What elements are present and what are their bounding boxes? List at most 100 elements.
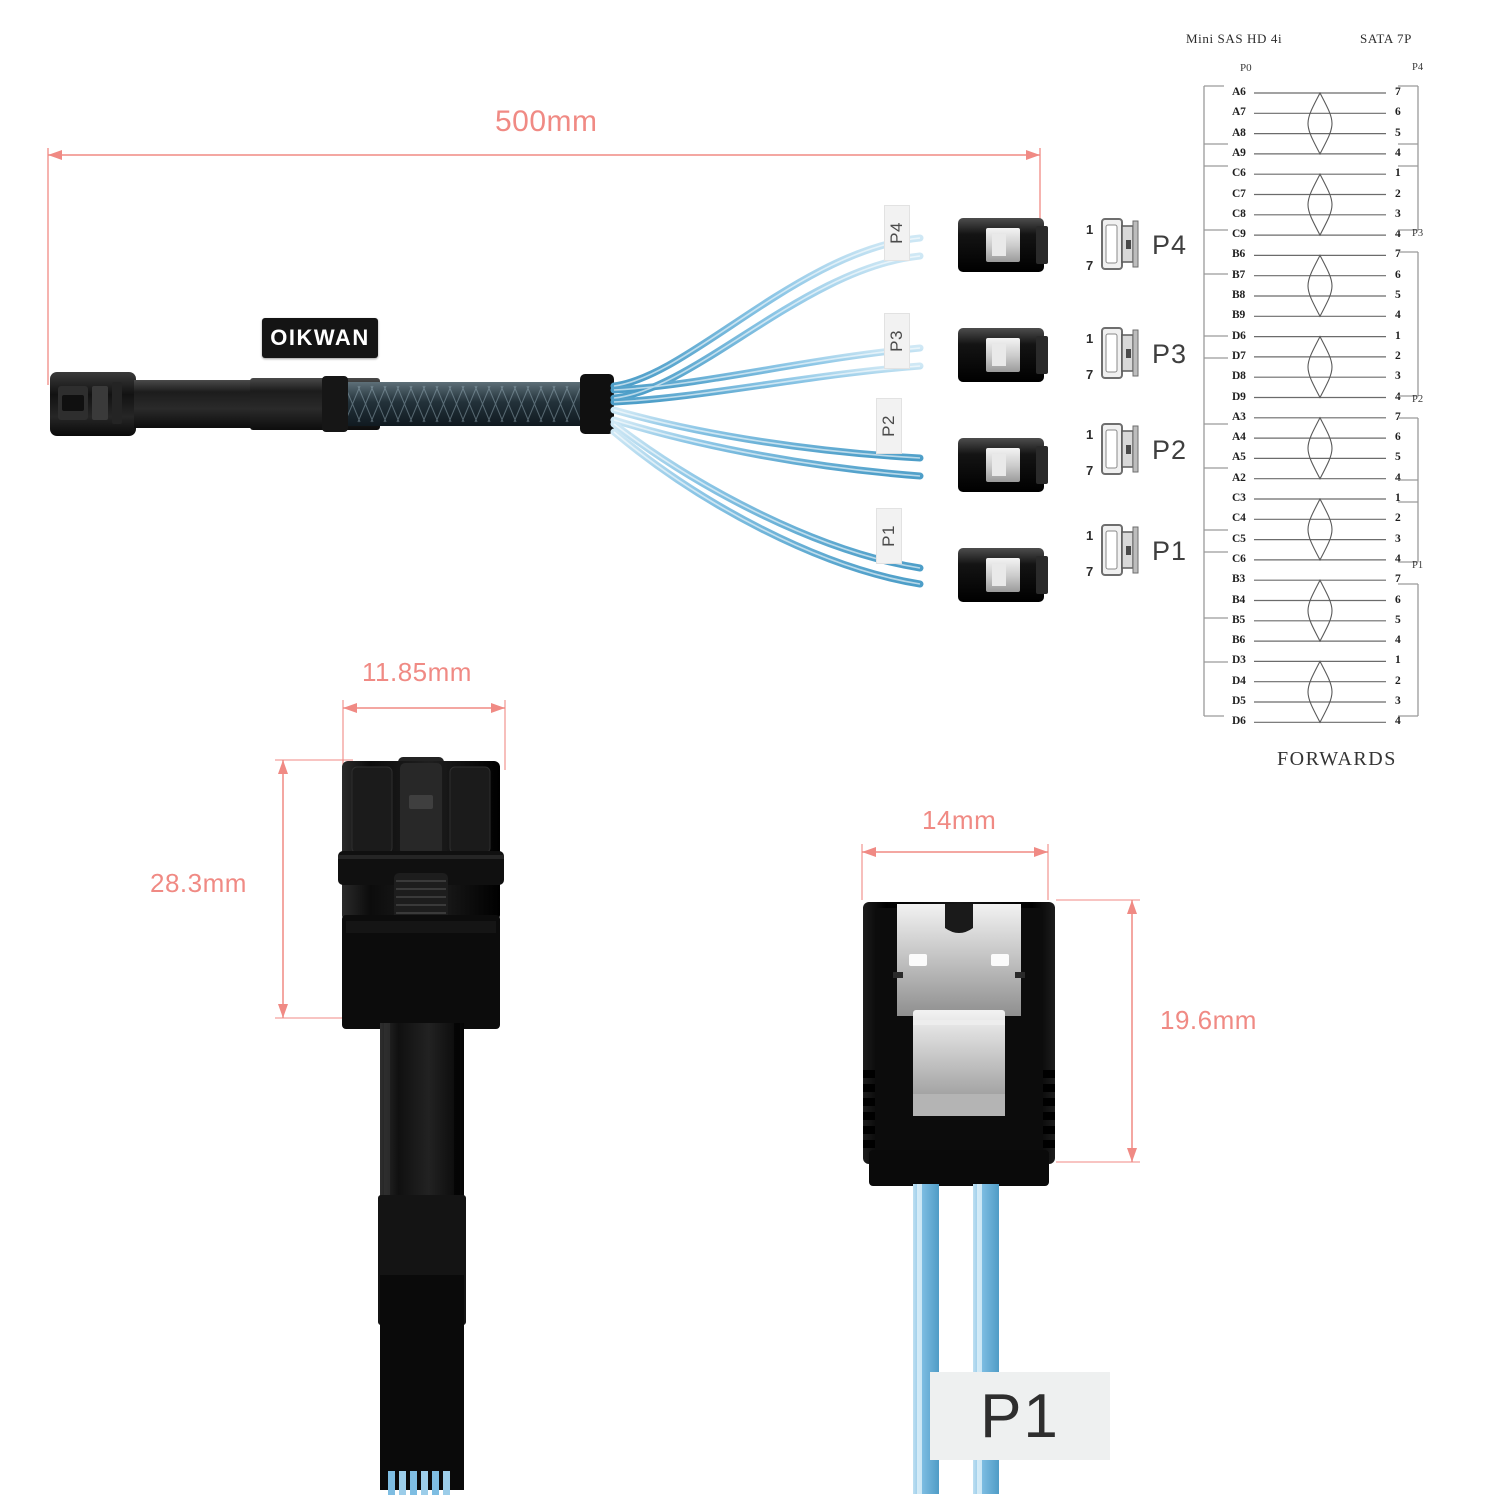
- pinout-right-pin-15: 4: [1395, 390, 1401, 403]
- pinout-right-pin-4: 1: [1395, 167, 1401, 180]
- pinout-left-pin-9: B7: [1232, 268, 1246, 281]
- cable-marker-p1-label: P1: [878, 525, 898, 547]
- pinout-right-pin-2: 5: [1395, 126, 1401, 139]
- pinout-left-pin-6: C8: [1232, 207, 1246, 220]
- pinout-left-pin-0: A6: [1232, 86, 1246, 98]
- pinout-left-pin-20: C3: [1232, 492, 1246, 504]
- pinout-group-label-p3: P3: [1412, 228, 1424, 239]
- pinout-left-pin-18: A5: [1232, 451, 1246, 464]
- pinout-left-pin-8: B6: [1232, 248, 1246, 261]
- pinout-right-pin-16: 7: [1395, 410, 1401, 423]
- cable-marker-p1: P1: [876, 508, 902, 564]
- pinout-left-pin-17: A4: [1232, 431, 1246, 444]
- pinout-left-pin-22: C5: [1232, 532, 1246, 545]
- sata-icon-p1-pin1: 1: [1086, 528, 1094, 543]
- pinout-right-pin-22: 3: [1395, 532, 1401, 545]
- sata-port-label-p2: P2: [1152, 435, 1188, 465]
- pinout-left-pin-15: D9: [1232, 390, 1246, 403]
- pinout-left-pin-4: C6: [1232, 167, 1246, 180]
- pinout-right-pin-1: 6: [1395, 106, 1401, 119]
- pinout-right-pin-21: 2: [1395, 512, 1401, 525]
- pinout-right-pin-10: 5: [1395, 289, 1401, 301]
- pinout-left-pin-30: D5: [1232, 695, 1246, 707]
- cable-marker-p4-label: P4: [886, 222, 906, 244]
- pinout-left-pin-31: D6: [1232, 715, 1246, 728]
- pinout-right-pin-3: 4: [1395, 146, 1401, 159]
- sata-icon-p2-pin7: 7: [1086, 463, 1094, 478]
- overall-length-dimension-line: [47, 148, 1041, 385]
- sata-detail-marker-flag: P1: [930, 1372, 1110, 1460]
- pinout-group-label-p4: P4: [1412, 62, 1424, 73]
- pinout-left-pin-27: B6: [1232, 634, 1246, 647]
- pinout-right-pin-18: 5: [1395, 451, 1401, 464]
- pinout-left-pin-2: A8: [1232, 126, 1246, 139]
- sata-icon-p3-pin7: 7: [1086, 367, 1094, 382]
- pinout-right-pin-23: 4: [1395, 552, 1401, 565]
- sata-connector-p3: [958, 328, 1048, 382]
- sata-detail-dimension-lines: [861, 844, 1140, 1163]
- cable-marker-p2-label: P2: [878, 415, 898, 437]
- pinout-left-pin-3: A9: [1232, 146, 1246, 159]
- pinout-left-column-label: P0: [1240, 62, 1252, 74]
- cable-assembly-illustration: [50, 218, 1048, 602]
- sata-connector-p2: [958, 438, 1048, 492]
- mini-sas-connector-left: [50, 372, 136, 436]
- sata-detail-width-label: 14mm: [922, 805, 997, 835]
- sata-icon-p2-pin1: 1: [1086, 427, 1094, 442]
- pinout-right-pin-27: 4: [1395, 634, 1401, 647]
- pinout-right-pin-19: 4: [1395, 471, 1401, 484]
- pinout-right-pin-20: 1: [1395, 492, 1401, 504]
- brand-logo-text: OIKWAN: [270, 325, 370, 350]
- brand-logo: OIKWAN: [262, 318, 378, 358]
- pinout-right-pin-13: 2: [1395, 349, 1401, 362]
- pinout-left-pin-21: C4: [1232, 512, 1246, 525]
- pinout-right-pin-25: 6: [1395, 593, 1401, 606]
- pinout-right-pin-29: 2: [1395, 674, 1401, 687]
- sata-connector-p4: [958, 218, 1048, 272]
- mini-sas-connector-detail: [338, 757, 504, 1495]
- pinout-left-pin-1: A7: [1232, 106, 1246, 119]
- pinout-right-pin-6: 3: [1395, 207, 1401, 220]
- pinout-left-pin-5: C7: [1232, 187, 1246, 200]
- cable-marker-p4: P4: [884, 205, 910, 261]
- pinout-right-header: SATA 7P: [1360, 31, 1412, 46]
- pinout-left-pin-26: B5: [1232, 613, 1246, 626]
- pinout-right-pin-0: 7: [1395, 86, 1401, 98]
- pinout-footer-label: FORWARDS: [1277, 748, 1397, 770]
- pinout-left-pin-12: D6: [1232, 329, 1246, 342]
- pinout-left-pin-29: D4: [1232, 674, 1246, 687]
- pinout-group-label-p1: P1: [1412, 560, 1424, 571]
- pinout-left-pin-25: B4: [1232, 593, 1246, 606]
- pinout-left-pin-23: C6: [1232, 552, 1246, 565]
- sata-icon-p4-pin1: 1: [1086, 222, 1094, 237]
- pinout-right-pin-30: 3: [1395, 695, 1401, 707]
- cable-marker-p3-label: P3: [886, 330, 906, 352]
- sata-port-label-p3: P3: [1152, 339, 1188, 369]
- pinout-left-pin-19: A2: [1232, 471, 1246, 484]
- cable-marker-p2: P2: [876, 398, 902, 454]
- sata-port-icon-p3: [1101, 327, 1139, 379]
- sata-port-icon-p1: [1101, 524, 1139, 576]
- sata-port-icon-p2: [1101, 423, 1139, 475]
- pinout-group-label-p2: P2: [1412, 394, 1424, 405]
- sata-port-icon-p4: [1101, 218, 1139, 270]
- pinout-left-pin-14: D8: [1232, 370, 1246, 383]
- sata-icon-p3-pin1: 1: [1086, 331, 1094, 346]
- pinout-left-pin-10: B8: [1232, 289, 1246, 301]
- sata-connector-detail: [863, 902, 1055, 1494]
- pinout-right-pin-31: 4: [1395, 715, 1401, 728]
- pinout-left-header: Mini SAS HD 4i: [1186, 31, 1283, 46]
- pinout-right-pin-7: 4: [1395, 228, 1401, 241]
- pinout-right-pin-12: 1: [1395, 329, 1401, 342]
- sata-port-label-p4: P4: [1152, 230, 1188, 260]
- overall-length-label: 500mm: [495, 105, 598, 138]
- pinout-right-pin-24: 7: [1395, 573, 1401, 586]
- pinout-left-pin-7: C9: [1232, 228, 1246, 241]
- pinout-left-pin-24: B3: [1232, 573, 1246, 586]
- pinout-left-pin-28: D3: [1232, 654, 1246, 667]
- sata-detail-marker-label: P1: [980, 1381, 1060, 1451]
- sata-icon-p4-pin7: 7: [1086, 258, 1094, 273]
- pinout-left-pin-16: A3: [1232, 410, 1246, 423]
- sata-port-label-p1: P1: [1152, 536, 1188, 566]
